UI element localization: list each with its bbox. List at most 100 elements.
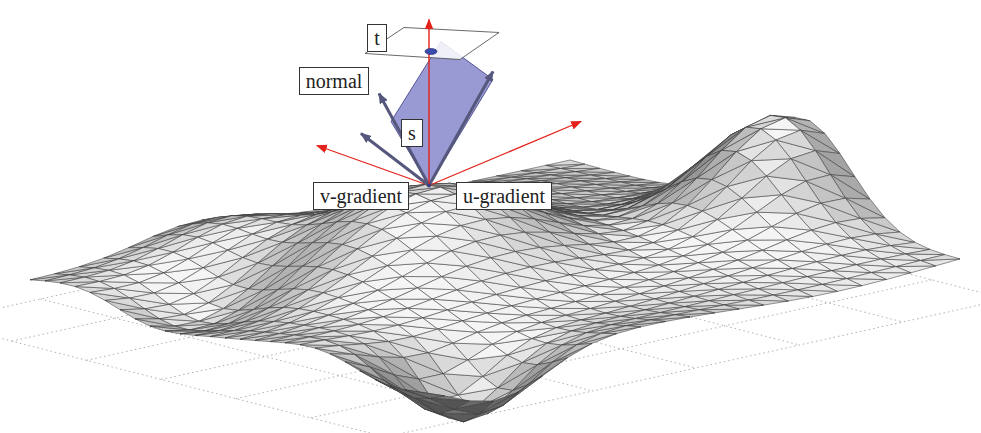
mesh-facet [749,295,789,301]
mesh-facet [135,319,175,326]
mesh-facet [443,360,483,377]
mesh-facet [644,249,684,258]
mesh-facet [115,283,155,293]
grid-line [236,261,857,399]
mesh-facet [503,376,543,406]
mesh-facet [165,330,205,331]
mesh-facet [511,299,551,308]
mesh-facet [438,321,478,332]
mesh-facet [766,159,806,181]
mesh-facet [577,195,617,198]
grid-line [0,322,386,433]
mesh-facet [105,298,145,309]
mesh-facet [160,315,200,322]
mesh-facet [393,288,433,299]
mesh-facet [502,315,542,323]
mesh-facet [753,260,793,269]
mesh-facet [585,279,625,287]
mesh-facet [611,185,651,188]
mesh-facet [423,310,463,321]
mesh-facet [368,299,408,310]
grid-line [12,203,633,341]
mesh-facet [120,310,160,319]
mesh-facet [359,317,399,325]
mesh-facet [891,242,931,249]
mesh-facet [649,272,689,280]
mesh-facet [374,325,414,336]
vertical-arrow [428,19,429,185]
mesh-facet [546,275,586,286]
mesh-facet [546,160,586,165]
mesh-facet [742,176,782,198]
grid-line [311,280,932,418]
mesh-facet [416,187,456,194]
mesh-facet [586,188,626,191]
mesh-facet [743,275,783,282]
label-box: u-gradient [456,182,552,210]
mesh-facet [664,278,704,286]
label-text: v-gradient [320,184,402,208]
grid-line [41,299,490,414]
mesh-facet [169,294,209,305]
mesh-facet [679,284,719,292]
mesh-facet [552,344,592,363]
mesh-facet [462,313,502,323]
mesh-facet [541,315,581,322]
mesh-facet [477,323,517,332]
mesh-facet [468,344,508,360]
mesh-facet [758,283,798,290]
grid-line [351,230,800,345]
mesh-facet [921,255,961,261]
mesh-facet [561,286,601,295]
projection-dot [425,48,437,54]
mesh-facet [822,279,862,286]
mesh-facet [570,270,610,280]
mesh-facet [896,261,936,267]
mesh-facet [421,212,461,226]
label-box: normal [299,67,370,95]
label-text: s [408,121,416,145]
mesh-facet [481,273,521,287]
mesh-facet [856,259,896,267]
mesh-facet [567,202,607,205]
surface-mesh [30,115,960,421]
grid-line [558,184,981,299]
mesh-facet [436,226,476,242]
mesh-facet [139,273,179,283]
mesh-facet [772,213,812,230]
mesh-facet [807,271,847,279]
mesh-facet [576,295,616,302]
mesh-facet [408,299,448,310]
mesh-facet [398,318,438,329]
mesh-facet [871,267,911,273]
grid-line [161,242,782,380]
mesh-facet [606,176,646,180]
mesh-facet [610,273,650,280]
mesh-facet [802,244,842,255]
mesh-facet [526,175,566,179]
mesh-facet [724,300,764,305]
mesh-facet [124,265,164,275]
mesh-facet [615,294,655,302]
label-text: u-gradient [463,184,545,208]
mesh-facet [447,302,487,313]
mesh-facet [675,310,715,315]
mesh-facet [713,260,753,269]
mesh-facet [405,390,445,399]
mesh-facet [528,358,568,385]
mesh-facet [659,256,699,265]
mesh-facet [451,241,491,257]
mesh-facet [747,227,787,241]
grid-line [0,184,558,322]
mesh-facet [353,290,393,303]
mesh-facet [345,362,385,381]
mesh-facet [761,118,801,131]
mesh-facet [315,346,355,355]
tangent-arrow [429,71,493,185]
mesh-facet [614,236,654,242]
mesh-facet [513,362,553,390]
mesh-facet [700,305,740,310]
mesh-facet [383,308,423,318]
mesh-facet [732,212,772,229]
